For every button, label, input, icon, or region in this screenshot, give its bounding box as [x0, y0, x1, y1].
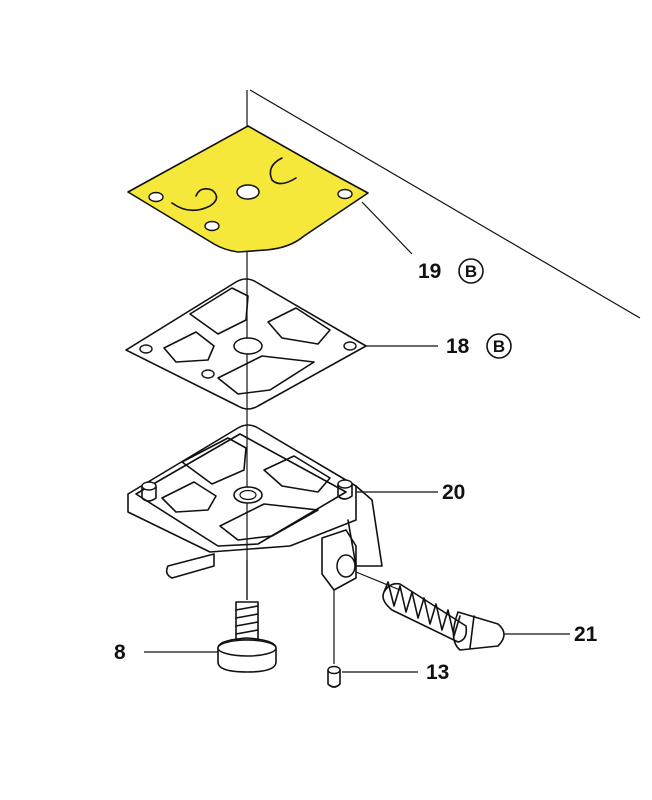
part-20-top-face [135, 433, 347, 547]
callout-20: 20 [442, 481, 465, 504]
part-18-inner-left [163, 331, 215, 363]
part-8-head-top [217, 639, 277, 657]
callout-18-badge [486, 333, 512, 359]
part-21-screw-slot [469, 615, 475, 649]
callout-13: 13 [426, 661, 449, 684]
callout-13-number: 13 [426, 661, 449, 684]
leader-19 [361, 201, 413, 255]
part-18-gasket-plate[interactable] [125, 278, 367, 410]
part-19-flap-left [171, 188, 218, 212]
part-19-hole-bottom [204, 220, 220, 232]
callout-19-badge [458, 258, 484, 284]
part-18-inner-right [267, 307, 331, 345]
callout-18-number: 18 [446, 335, 470, 358]
callout-19-badge-letter: B [465, 262, 477, 281]
callout-21-number: 21 [574, 623, 598, 646]
part-8-head [217, 637, 277, 673]
part-20-pin-right-top [337, 479, 353, 489]
part-18-inner-top [189, 287, 249, 335]
part-20-adjuster-boss [321, 529, 357, 591]
part-19-flap-top [269, 157, 297, 185]
part-20-adjuster-hole [336, 554, 356, 578]
part-21-spring [383, 581, 461, 637]
callout-20-number: 20 [442, 481, 465, 504]
part-19-hole-right [337, 188, 353, 200]
perspective-edge-line [249, 89, 641, 319]
part-19-gasket[interactable] [127, 125, 369, 253]
callout-19-number: 19 [418, 260, 441, 283]
part-20-cavity-bottom [219, 503, 319, 541]
part-18-center-hole [233, 337, 263, 355]
part-8-screw[interactable] [217, 560, 277, 673]
part-19-hole-left [148, 191, 164, 203]
part-20-pin-left-top [141, 481, 157, 491]
part-21-screw-head [452, 611, 505, 651]
part-20-base-outline [127, 424, 357, 553]
callout-21: 21 [574, 623, 598, 646]
part-20-center-port-inner [239, 489, 257, 501]
part-20-inlet-tube [165, 553, 215, 579]
part-18-hole-right [343, 341, 357, 351]
part-20-side-bracket [347, 485, 383, 567]
callout-8-number: 8 [114, 641, 126, 664]
part-21-axis [355, 571, 401, 591]
part-18-hole-bottom [201, 369, 215, 379]
part-13-top [327, 665, 341, 675]
part-20-pin-left [141, 485, 157, 502]
part-20-pump-housing[interactable] [127, 424, 383, 591]
part-20-cavity-right [263, 455, 331, 493]
part-21-adjusting-screw[interactable] [355, 571, 505, 651]
callout-18: 18 B [446, 333, 512, 359]
part-18-inner-bottom [217, 355, 315, 395]
part-21-spring-body [382, 582, 468, 643]
callout-19: 19 B [418, 258, 484, 284]
part-19-center-hole [236, 184, 260, 200]
part-18-hole-left [139, 344, 153, 354]
part-8-thread-lines [235, 605, 259, 635]
part-20-cavity-left [161, 481, 217, 513]
part-20-cavity-top [181, 437, 247, 485]
part-13-pin[interactable] [327, 590, 341, 688]
callout-8: 8 [114, 641, 126, 664]
part-20-pin-right [337, 483, 353, 500]
part-13-body [327, 669, 341, 688]
callout-18-badge-letter: B [493, 337, 505, 356]
